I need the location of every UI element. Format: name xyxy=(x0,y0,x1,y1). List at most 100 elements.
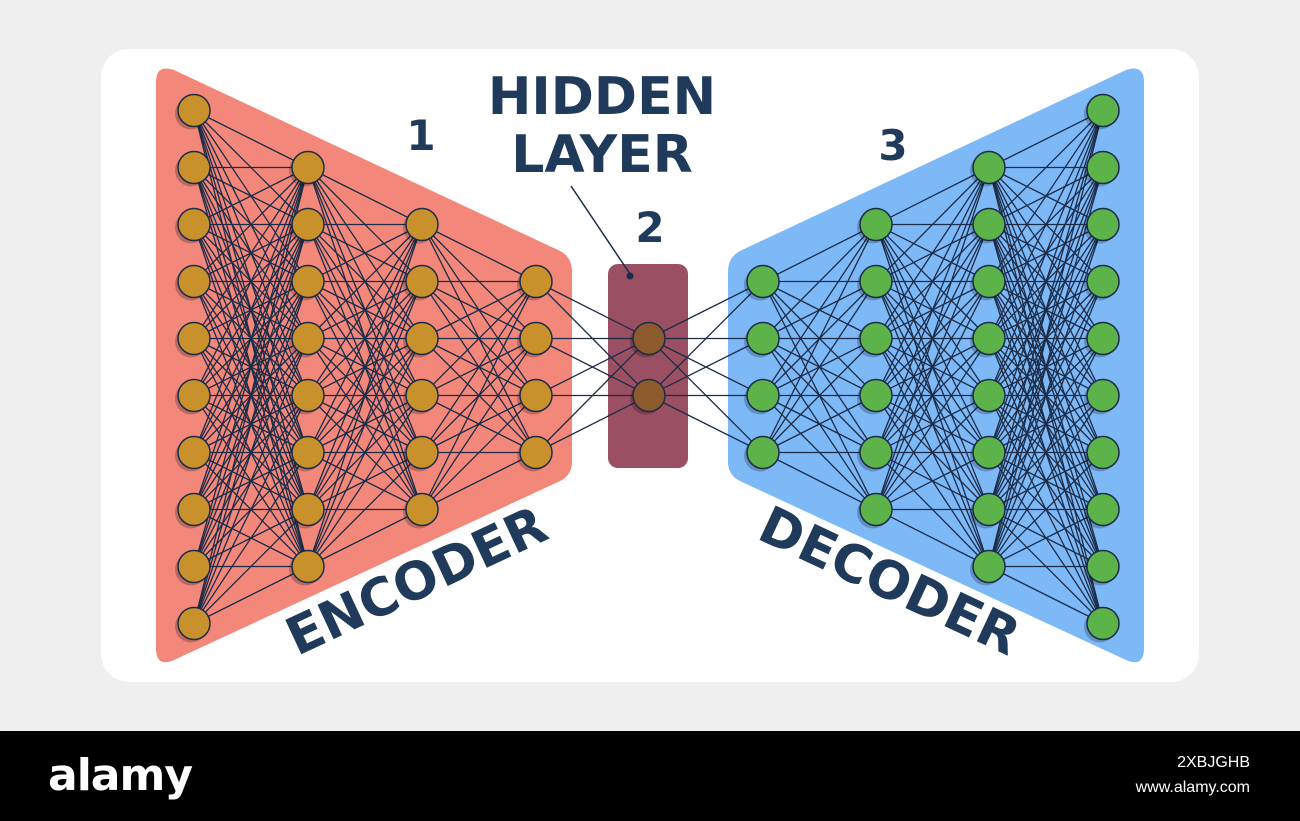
encoder-neuron-l2-n0 xyxy=(405,207,439,242)
edge-l5-n2-to-n0 xyxy=(762,224,877,396)
edge-l0-n9-to-n3 xyxy=(193,338,309,624)
encoder-neuron-l1-n7 xyxy=(291,549,325,584)
encoder-neuron-l0-n4 xyxy=(177,321,211,356)
edge-l1-n7-to-n3 xyxy=(307,395,423,567)
encoder-neuron-l3-n0 xyxy=(519,264,553,299)
decoder-neuron-l5-n2 xyxy=(746,378,780,413)
decoder-neuron-l6-n4 xyxy=(859,435,893,470)
connections xyxy=(193,109,1104,625)
decoder-neuron-l8-n6 xyxy=(1086,435,1120,470)
edge-l7-n7-to-n1 xyxy=(988,167,1104,567)
decoder-neuron-l8-n8 xyxy=(1086,549,1120,584)
edge-l0-n9-to-n0 xyxy=(193,167,309,624)
edge-l0-n8-to-n0 xyxy=(193,167,309,567)
hidden-neuron-l4-n0 xyxy=(632,321,666,356)
decoder-neuron-l8-n7 xyxy=(1086,492,1120,527)
edge-l7-n7-to-n7 xyxy=(988,508,1104,568)
hidden-neuron-l4-n1 xyxy=(632,378,666,413)
edge-l3-n2-to-n0 xyxy=(535,337,650,397)
decoder-neuron-l6-n0 xyxy=(859,207,893,242)
edge-l2-n5-to-n2 xyxy=(421,395,537,510)
edge-l6-n1-to-n0 xyxy=(875,167,990,282)
edge-l0-n3-to-n0 xyxy=(193,167,309,282)
edge-l5-n3-to-n5 xyxy=(762,451,877,511)
encoder-neuron-l1-n0 xyxy=(291,150,325,185)
hidden-layer-pointer xyxy=(570,185,631,275)
edge-l3-n3-to-n1 xyxy=(535,394,650,454)
decoder-neuron-l7-n7 xyxy=(972,549,1006,584)
edge-l0-n9-to-n2 xyxy=(193,281,309,624)
edge-l6-n0-to-n0 xyxy=(875,166,990,226)
encoder-neuron-l0-n0 xyxy=(177,93,211,128)
decoder-neuron-l8-n1 xyxy=(1086,150,1120,185)
decoder-neuron-l7-n5 xyxy=(972,435,1006,470)
edge-l5-n3-to-n1 xyxy=(762,281,877,453)
edge-l1-n7-to-n5 xyxy=(307,508,423,568)
decoder-neuron-l8-n9 xyxy=(1086,606,1120,641)
encoder-neuron-l1-n3 xyxy=(291,321,325,356)
edge-l7-n7-to-n2 xyxy=(988,224,1104,567)
edge-l6-n5-to-n5 xyxy=(875,451,990,511)
encoder-neuron-l1-n5 xyxy=(291,435,325,470)
edge-l7-n6-to-n0 xyxy=(988,110,1104,510)
edge-l6-n2-to-n0 xyxy=(875,167,990,339)
edge-l5-n3-to-n2 xyxy=(762,338,877,453)
encoder-number-label: 1 xyxy=(406,111,435,160)
encoder-neuron-l0-n2 xyxy=(177,207,211,242)
edge-l7-n0-to-n0 xyxy=(988,109,1104,169)
edge-l7-n3-to-n0 xyxy=(988,110,1104,339)
decoder-neuron-l6-n2 xyxy=(859,321,893,356)
encoder-neuron-l2-n4 xyxy=(405,435,439,470)
edge-l2-n0-to-n0 xyxy=(421,223,537,283)
decoder-neuron-l5-n3 xyxy=(746,435,780,470)
edge-l7-n7-to-n4 xyxy=(988,338,1104,567)
encoder-neuron-l2-n3 xyxy=(405,378,439,413)
watermark-logo: alamy xyxy=(48,750,193,801)
encoder-neuron-l1-n1 xyxy=(291,207,325,242)
edge-l7-n2-to-n0 xyxy=(988,110,1104,282)
decoder-number-label: 3 xyxy=(878,121,907,170)
edge-l6-n5-to-n4 xyxy=(875,395,990,510)
edge-l2-n3-to-n0 xyxy=(421,281,537,396)
edge-l6-n5-to-n2 xyxy=(875,281,990,510)
edge-l6-n3-to-n0 xyxy=(875,167,990,396)
edge-l5-n3-to-n0 xyxy=(762,224,877,453)
decoder-neuron-l5-n0 xyxy=(746,264,780,299)
decoder-neuron-l6-n1 xyxy=(859,264,893,299)
decoder-neuron-l8-n0 xyxy=(1086,93,1120,128)
encoder-neuron-l0-n8 xyxy=(177,549,211,584)
edge-l0-n5-to-n0 xyxy=(193,167,309,396)
decoder-neuron-l5-n1 xyxy=(746,321,780,356)
edge-l0-n9-to-n7 xyxy=(193,565,309,625)
watermark-bar xyxy=(0,731,1300,821)
edge-l5-n3-to-n3 xyxy=(762,394,877,454)
edge-l7-n7-to-n5 xyxy=(988,395,1104,567)
hidden-layer-title-line2: LAYER xyxy=(511,125,693,185)
edge-l1-n7-to-n2 xyxy=(307,338,423,567)
edge-l1-n0-to-n0 xyxy=(307,166,423,226)
watermark-image-id: 2XBJGHB xyxy=(1177,754,1250,771)
encoder-neuron-l2-n1 xyxy=(405,264,439,299)
edge-l0-n0-to-n0 xyxy=(193,109,309,169)
edge-l7-n4-to-n0 xyxy=(988,110,1104,396)
neurons xyxy=(175,93,1120,643)
edge-l0-n9-to-n4 xyxy=(193,395,309,624)
edge-l0-n6-to-n0 xyxy=(193,167,309,453)
edge-l2-n5-to-n3 xyxy=(421,451,537,511)
decoder-neuron-l8-n2 xyxy=(1086,207,1120,242)
decoder-neuron-l6-n3 xyxy=(859,378,893,413)
edge-l5-n1-to-n0 xyxy=(762,224,877,339)
hidden-layer-pointer-dot xyxy=(626,272,634,280)
edge-l3-n3-to-n0 xyxy=(535,338,650,453)
encoder-neuron-l0-n3 xyxy=(177,264,211,299)
encoder-neuron-l0-n7 xyxy=(177,492,211,527)
encoder-neuron-l3-n1 xyxy=(519,321,553,356)
decoder-neuron-l7-n2 xyxy=(972,264,1006,299)
edge-l5-n0-to-n0 xyxy=(762,223,877,283)
encoder-neuron-l3-n2 xyxy=(519,378,553,413)
edge-l2-n5-to-n1 xyxy=(421,338,537,510)
edge-l0-n9-to-n5 xyxy=(193,452,309,624)
edge-l6-n5-to-n7 xyxy=(875,508,990,568)
edge-l1-n5-to-n0 xyxy=(307,224,423,453)
